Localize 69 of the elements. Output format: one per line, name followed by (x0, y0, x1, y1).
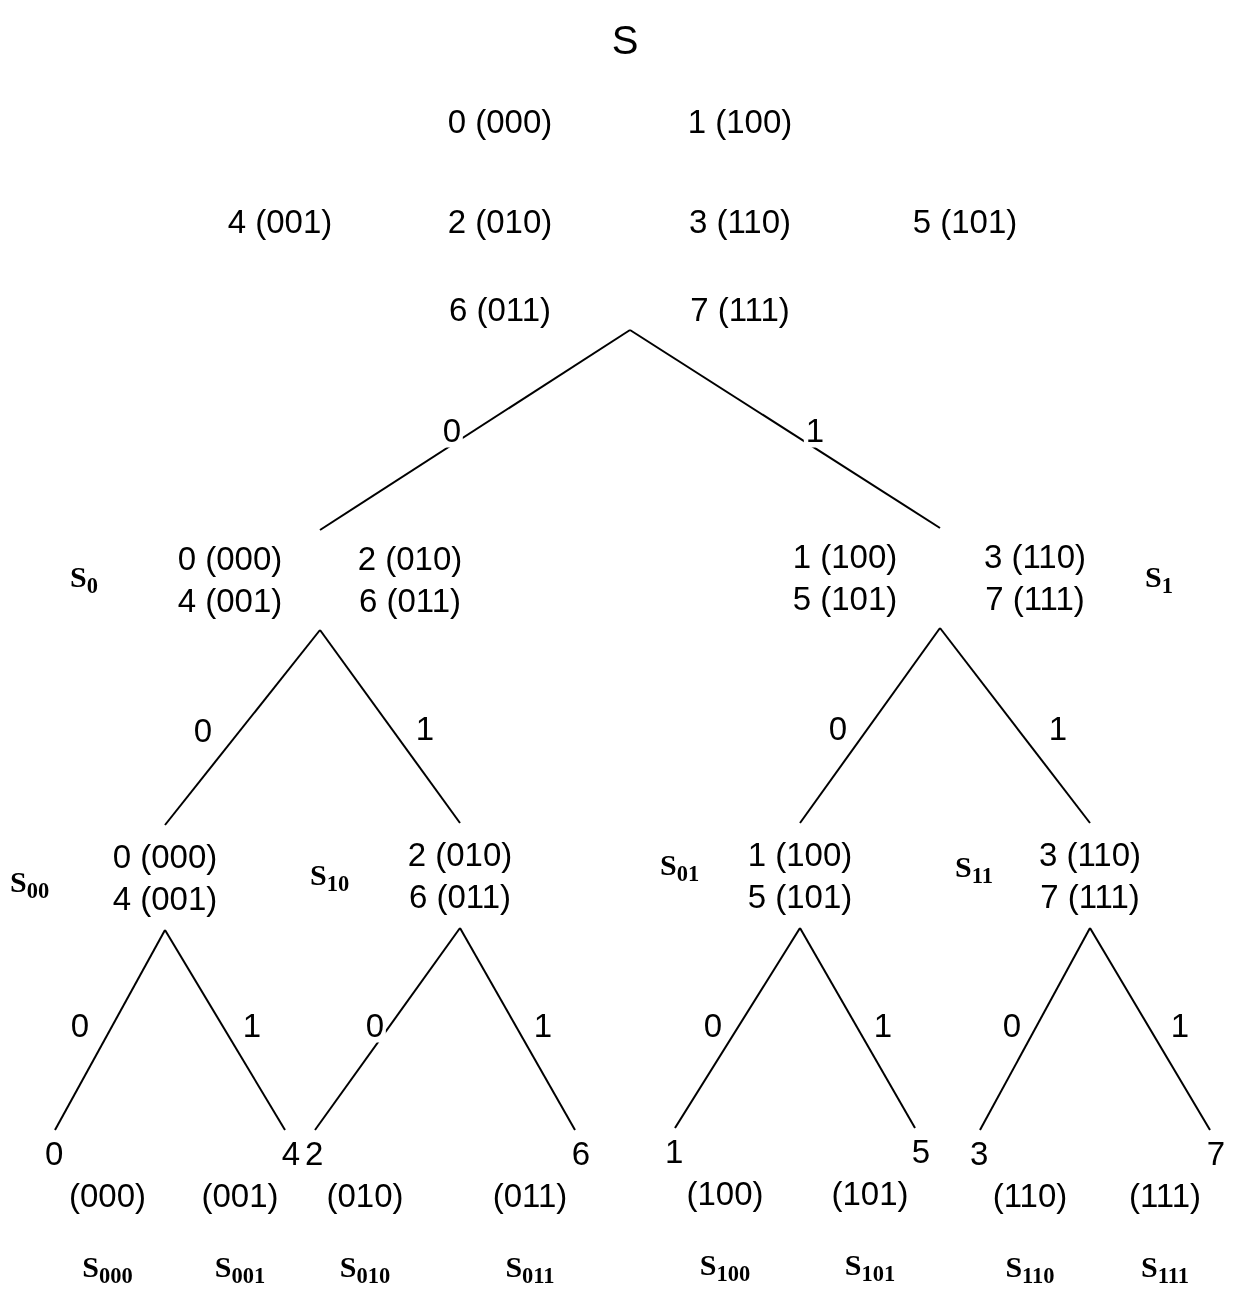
subset-label: S$_{10}$ (310, 858, 350, 897)
state-code: 0 (000) (447, 102, 553, 142)
subset-label: S$_{110}$ (1005, 1250, 1055, 1289)
tree-branch (319, 629, 461, 824)
state-code: 5 (101) (912, 202, 1018, 242)
set-label: S (611, 17, 639, 64)
subset-label: S$_{0}$ (70, 560, 98, 599)
state-code: 2 (305, 1134, 325, 1174)
subset-label: S$_{00}$ (10, 865, 50, 904)
tree-branch (939, 627, 1091, 824)
state-code: (011) (491, 1176, 569, 1216)
subset-label: S$_{100}$ (699, 1248, 751, 1287)
state-code: 7 (1205, 1134, 1225, 1174)
tree-branch (54, 929, 166, 1131)
state-code: 5 (101) (746, 876, 854, 917)
state-code: 2 (010) (356, 539, 464, 579)
state-code: 3 (970, 1134, 990, 1174)
state-code: 4 (280, 1134, 300, 1174)
state-code: 4 (001) (176, 581, 284, 621)
state-code: 0 (000) (176, 539, 284, 579)
tree-branch (459, 927, 576, 1131)
state-code: 1 (100) (687, 102, 793, 142)
tree-branch (799, 927, 916, 1129)
tree-branch (979, 927, 1091, 1131)
state-code: 6 (011) (357, 581, 463, 621)
subset-label: S$_{011}$ (505, 1250, 555, 1289)
state-code: 3 (110) (982, 537, 1088, 577)
subset-label: S$_{11}$ (955, 850, 993, 889)
tree-branch (314, 927, 461, 1131)
state-code: 6 (011) (448, 290, 552, 330)
state-code: 2 (010) (447, 202, 553, 242)
subset-label: S$_{010}$ (339, 1250, 391, 1289)
state-code: (111) (1127, 1176, 1203, 1216)
subset-label: S$_{101}$ (844, 1248, 896, 1287)
state-code: 5 (910, 1132, 930, 1172)
state-code: (101) (830, 1174, 910, 1214)
state-code: 6 (011) (407, 876, 513, 917)
tree-branch (799, 627, 941, 824)
state-code: (110) (991, 1176, 1069, 1216)
state-code: 4 (001) (227, 202, 333, 242)
state-code: 0 (45, 1134, 65, 1174)
state-code: (010) (325, 1176, 405, 1216)
subset-label: S$_{000}$ (82, 1250, 133, 1289)
state-code: (001) (200, 1176, 280, 1216)
state-code: 3 (110) (688, 202, 792, 242)
subset-label: S$_{111}$ (1141, 1250, 1189, 1289)
state-code: 2 (010) (406, 834, 514, 875)
tree-branch (319, 329, 631, 531)
subset-label: S$_{1}$ (1145, 560, 1173, 599)
state-code: 0 (000) (111, 836, 219, 877)
state-code: (000) (67, 1176, 147, 1216)
subset-label: S$_{001}$ (214, 1250, 266, 1289)
state-code: 3 (110) (1037, 834, 1143, 875)
state-code: 1 (665, 1132, 685, 1172)
state-code: 5 (101) (791, 579, 899, 619)
state-code: 6 (570, 1134, 590, 1174)
tree-branch (1089, 927, 1211, 1131)
state-code: 7 (111) (1039, 876, 1141, 917)
tree-branch (164, 929, 286, 1131)
state-code: 7 (111) (690, 290, 790, 330)
tree-branch (674, 927, 801, 1129)
state-code: 1 (100) (791, 537, 899, 577)
state-code: 4 (001) (111, 878, 219, 919)
tree-branch (629, 329, 941, 529)
state-code: 1 (100) (746, 834, 854, 875)
state-code: 7 (111) (984, 579, 1086, 619)
subset-label: S$_{01}$ (660, 848, 700, 887)
tree-branch (164, 629, 321, 826)
state-code: (100) (685, 1174, 765, 1214)
